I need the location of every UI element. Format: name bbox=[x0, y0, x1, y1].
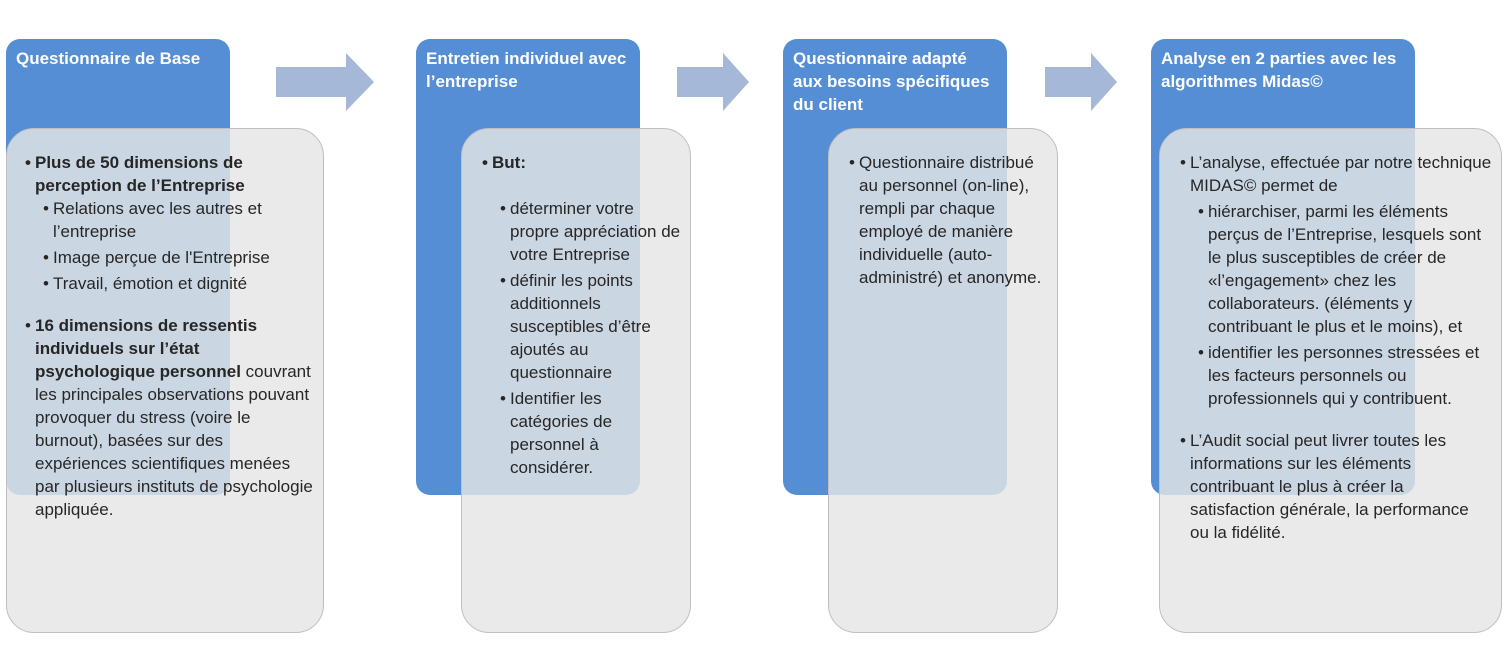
step1-subbullet-3: Travail, émotion et dignité bbox=[43, 272, 315, 295]
step2-subbullet-3: Identifier les catégories de personnel à… bbox=[500, 387, 682, 479]
step2-subbullet-1: déterminer votre propre appréciation de … bbox=[500, 197, 682, 266]
step1-bullet-2-lead: 16 dimensions de ressentis individuels s… bbox=[35, 316, 258, 381]
step1-bullet-2: 16 dimensions de ressentis individuels s… bbox=[25, 314, 315, 521]
step2-subbullet-2: définir les points additionnels suscepti… bbox=[500, 269, 682, 384]
step4-card: L’analyse, effectuée par notre technique… bbox=[1159, 128, 1502, 633]
step1-bullet-2-text: couvrant les principales observations po… bbox=[35, 362, 313, 519]
right-arrow-icon bbox=[677, 53, 749, 111]
step4-subbullet-2: identifier les personnes stressées et le… bbox=[1198, 341, 1492, 410]
step1-card: Plus de 50 dimensions de perception de l… bbox=[6, 128, 324, 633]
right-arrow-icon bbox=[276, 53, 374, 111]
step3-title: Questionnaire adapté aux besoins spécifi… bbox=[793, 49, 990, 114]
step2-bullet: But: bbox=[482, 151, 682, 174]
right-arrow-icon bbox=[1045, 53, 1117, 111]
step3-card: Questionnaire distribué au personnel (on… bbox=[828, 128, 1058, 633]
step1-title: Questionnaire de Base bbox=[16, 49, 201, 68]
step1-bullet-1: Plus de 50 dimensions de perception de l… bbox=[25, 151, 315, 197]
step3-bullet: Questionnaire distribué au personnel (on… bbox=[849, 151, 1049, 289]
step4-bullet-2: L’Audit social peut livrer toutes les in… bbox=[1180, 429, 1492, 544]
step4-bullet-1: L’analyse, effectuée par notre technique… bbox=[1180, 151, 1492, 197]
step2-card: But: déterminer votre propre appréciatio… bbox=[461, 128, 691, 633]
step4-subbullet-1: hiérarchiser, parmi les éléments perçus … bbox=[1198, 200, 1492, 338]
step2-title: Entretien individuel avec l’entreprise bbox=[426, 49, 627, 91]
step1-subbullet-1: Relations avec les autres et l’entrepris… bbox=[43, 197, 315, 243]
step4-title: Analyse en 2 parties avec les algorithme… bbox=[1161, 49, 1397, 91]
step1-subbullet-2: Image perçue de l'Entreprise bbox=[43, 246, 315, 269]
